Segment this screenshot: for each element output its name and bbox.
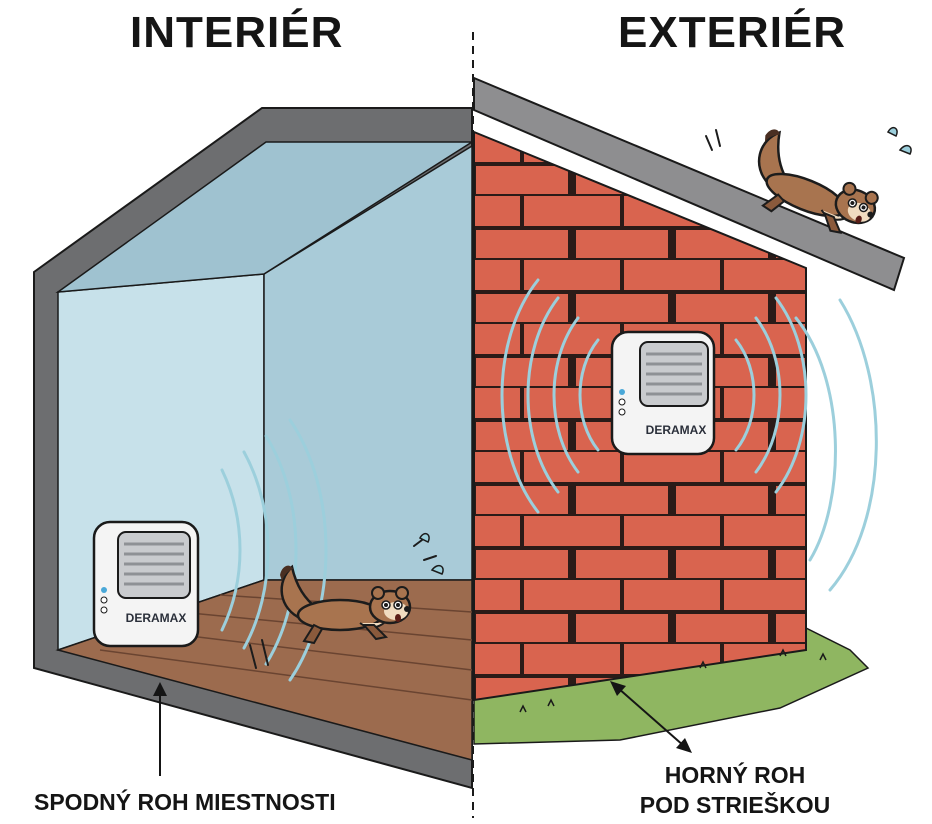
exterior-grass <box>473 627 870 745</box>
arrow-icon <box>153 682 167 776</box>
exterior-repeller-device: DERAMAX <box>610 330 716 456</box>
sound-wave-icon <box>500 278 878 592</box>
exterior-title: EXTERIÉR <box>618 8 847 57</box>
sound-wave-icon <box>220 418 328 682</box>
exterior-caption-line-1: HORNÝ ROH <box>664 762 806 788</box>
interior-ceiling <box>55 141 475 293</box>
interior-placement-caption: SPODNÝ ROH MIESTNOSTI <box>34 789 336 815</box>
interior-repeller-device: DERAMAX <box>92 520 200 648</box>
exterior-caption-line-2: POD STRIEŠKOU <box>639 792 831 818</box>
repeller-brand-label: DERAMAX <box>126 611 187 625</box>
exterior-roof <box>473 76 906 292</box>
interior-cutaway <box>33 107 475 790</box>
exterior-placement-caption: HORNÝ ROH POD STRIEŠKOU <box>612 760 858 820</box>
repeller-brand-label: DERAMAX <box>646 423 707 437</box>
exterior-house <box>473 76 906 745</box>
interior-title: INTERIÉR <box>130 8 344 57</box>
arrow-icon <box>610 681 692 753</box>
